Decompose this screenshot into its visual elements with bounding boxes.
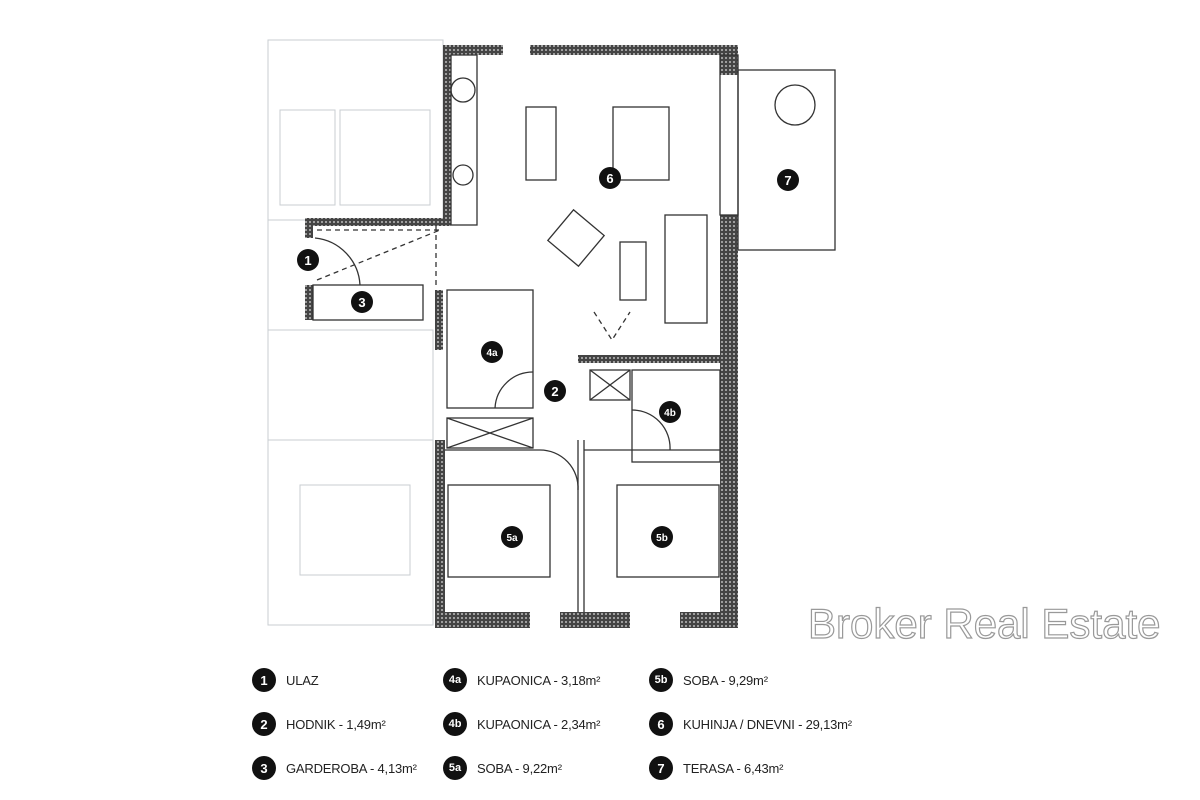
marker-4b: 4b [659, 401, 681, 423]
svg-text:5b: 5b [656, 533, 668, 544]
legend-badge: 7 [649, 756, 673, 780]
legend-label: ULAZ [286, 672, 319, 688]
legend-badge: 3 [252, 756, 276, 780]
legend-badge: 6 [649, 712, 673, 736]
legend-badge: 5b [649, 668, 673, 692]
marker-1: 1 [297, 249, 319, 271]
legend-label: KUPAONICA - 2,34m² [477, 716, 601, 732]
legend-item: 4b KUPAONICA - 2,34m² [443, 711, 601, 737]
legend-item: 5b SOBA - 9,29m² [649, 667, 768, 693]
neighbour-units [267, 39, 444, 626]
legend-item: 6 KUHINJA / DNEVNI - 29,13m² [649, 711, 852, 737]
marker-3: 3 [351, 291, 373, 313]
room-markers: 1 2 3 4a 4b 5a 5b 6 7 [297, 167, 799, 548]
interior-lines [312, 54, 836, 612]
svg-text:7: 7 [784, 173, 791, 188]
svg-text:6: 6 [606, 171, 613, 186]
walls [305, 45, 738, 628]
svg-text:4a: 4a [486, 348, 498, 359]
svg-text:1: 1 [304, 253, 311, 268]
svg-text:2: 2 [551, 384, 558, 399]
marker-4a: 4a [481, 341, 503, 363]
svg-text:3: 3 [358, 295, 365, 310]
marker-7: 7 [777, 169, 799, 191]
legend-label: GARDEROBA - 4,13m² [286, 760, 417, 776]
marker-5b: 5b [651, 526, 673, 548]
legend-badge: 1 [252, 668, 276, 692]
legend-item: 3 GARDEROBA - 4,13m² [252, 755, 417, 781]
legend-label: KUPAONICA - 3,18m² [477, 672, 601, 688]
marker-2: 2 [544, 380, 566, 402]
legend-label: SOBA - 9,22m² [477, 760, 562, 776]
legend-item: 4a KUPAONICA - 3,18m² [443, 667, 601, 693]
legend-label: HODNIK - 1,49m² [286, 716, 386, 732]
legend-item: 5a SOBA - 9,22m² [443, 755, 562, 781]
svg-text:5a: 5a [506, 533, 518, 544]
legend-label: TERASA - 6,43m² [683, 760, 784, 776]
legend-item: 1 ULAZ [252, 667, 319, 693]
legend-badge: 4b [443, 712, 467, 736]
watermark: Broker Real Estate [807, 599, 1161, 647]
legend-badge: 2 [252, 712, 276, 736]
legend-item: 2 HODNIK - 1,49m² [252, 711, 386, 737]
marker-6: 6 [599, 167, 621, 189]
marker-5a: 5a [501, 526, 523, 548]
svg-text:4b: 4b [664, 408, 676, 419]
legend-badge: 5a [443, 756, 467, 780]
floor-plan: 1 2 3 4a 4b 5a 5b 6 7 [267, 39, 836, 628]
legend-label: SOBA - 9,29m² [683, 672, 768, 688]
legend-badge: 4a [443, 668, 467, 692]
legend-label: KUHINJA / DNEVNI - 29,13m² [683, 716, 852, 732]
legend-item: 7 TERASA - 6,43m² [649, 755, 784, 781]
